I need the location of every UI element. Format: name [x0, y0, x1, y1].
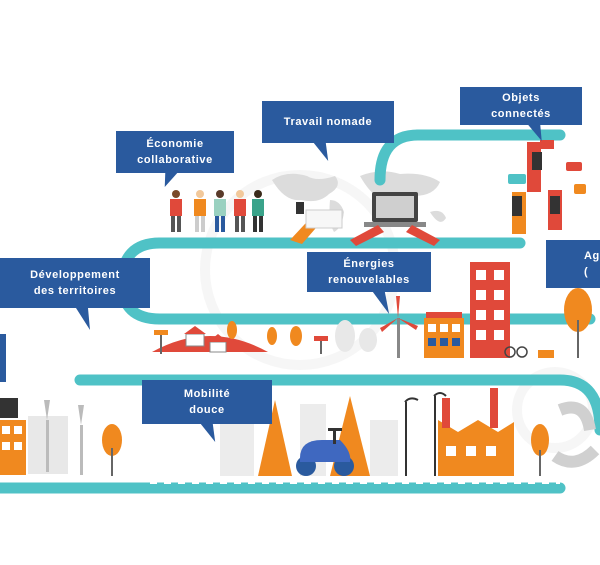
- label-economie-collaborative: Économie collaborative: [116, 131, 234, 173]
- connected-devices: [508, 140, 586, 234]
- label-line: collaborative: [137, 154, 213, 166]
- label-travail-nomade: Travail nomade: [262, 101, 394, 143]
- people-group: [170, 190, 264, 232]
- wind-turbine: [380, 296, 418, 358]
- label-line: Travail nomade: [283, 116, 373, 128]
- label-mobilite-douce: Mobilité douce: [142, 380, 272, 424]
- label-developpement-territoires: Développement des territoires: [0, 258, 150, 308]
- factory: [438, 388, 600, 476]
- label-line: douce: [189, 404, 225, 416]
- label-line: Ag: [584, 250, 600, 262]
- label-line: Énergies: [343, 258, 395, 270]
- label-line: des territoires: [33, 285, 117, 297]
- label-line: Économie: [146, 138, 204, 150]
- countryside-scene: [152, 320, 377, 354]
- label-line: Développement: [30, 269, 120, 281]
- label-objets-connectes: Objets connectés: [460, 87, 582, 125]
- label-line: Objets: [502, 92, 540, 104]
- label-partial-right: Ag (: [546, 240, 600, 288]
- city-buildings: [424, 262, 592, 358]
- mobility-scene: [220, 392, 447, 476]
- laptop-workspace: [290, 192, 440, 246]
- bottom-left-turbines: [0, 398, 122, 476]
- label-line: connectés: [491, 108, 551, 120]
- label-line: Mobilité: [183, 388, 231, 400]
- label-partial-left: [0, 334, 6, 382]
- label-line: (: [584, 266, 589, 278]
- label-energies-renouvelables: Énergies renouvelables: [307, 252, 431, 292]
- label-line: renouvelables: [328, 274, 410, 286]
